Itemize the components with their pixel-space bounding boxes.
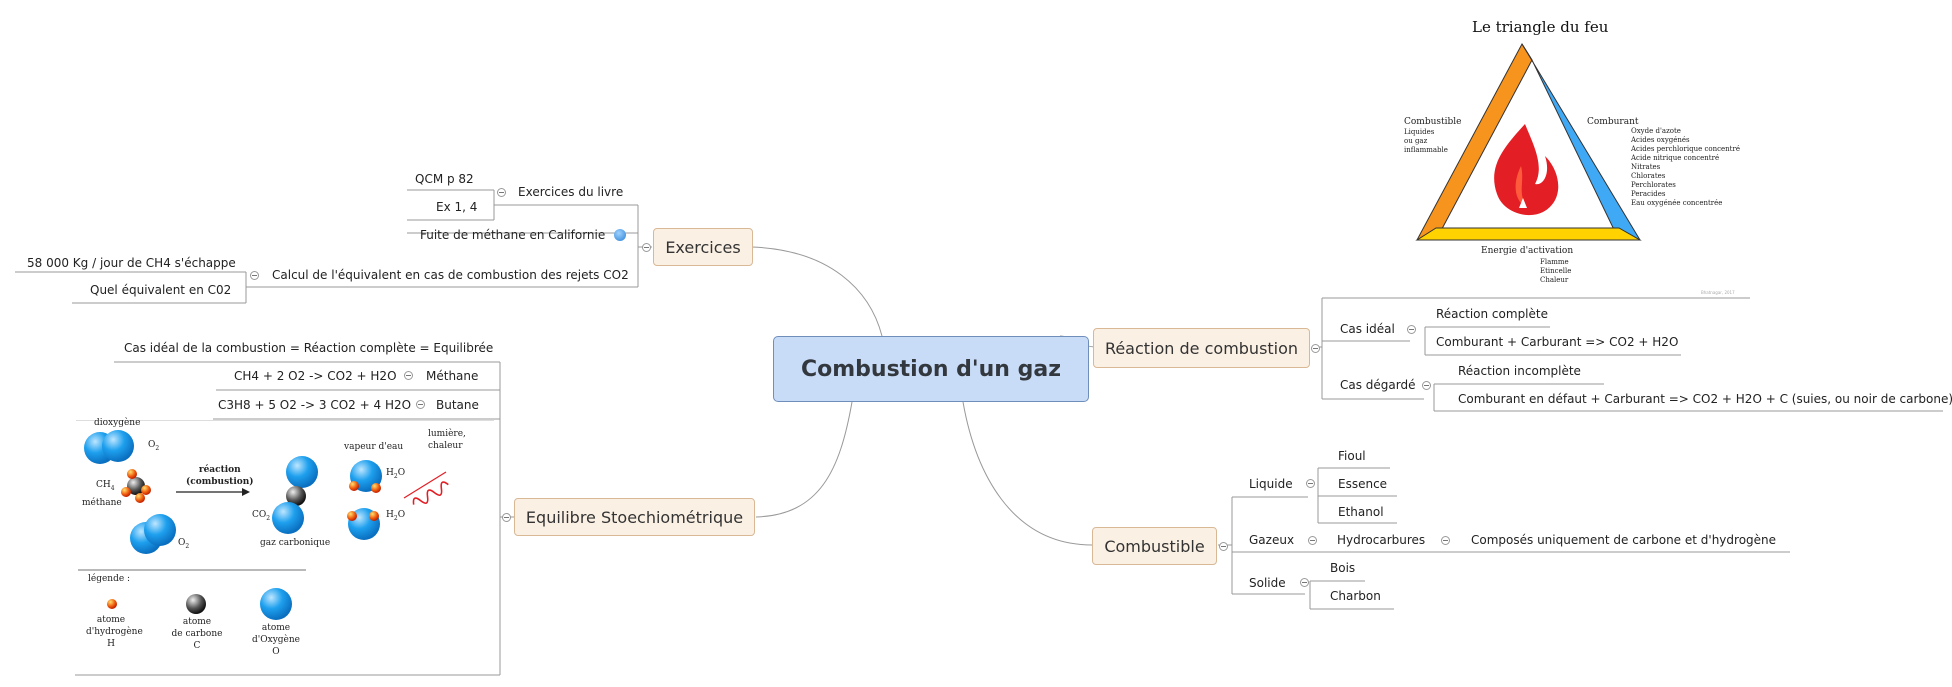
label-co2: CO2: [252, 510, 271, 522]
node-composes[interactable]: Composés uniquement de carbone et d'hydr…: [1471, 533, 1777, 547]
node-cas-ideal[interactable]: Cas idéal: [1340, 322, 1395, 336]
collapse-toggle-icon[interactable]: [497, 188, 506, 197]
label-comburant: Comburant: [1587, 117, 1639, 127]
node-butane-eq[interactable]: C3H8 + 5 O2 -> 3 CO2 + 4 H2O: [218, 398, 412, 412]
node-fuite[interactable]: Fuite de méthane en Californie: [420, 228, 627, 242]
label-vapeur: vapeur d'eau: [344, 442, 404, 452]
node-ex14[interactable]: Ex 1, 4: [436, 200, 478, 214]
node-fuite-label: Fuite de méthane en Californie: [420, 228, 606, 242]
list-combustible: Liquides ou gaz inflammable: [1404, 128, 1448, 154]
node-reaction[interactable]: Réaction de combustion: [1093, 328, 1310, 368]
node-liquide[interactable]: Liquide: [1249, 477, 1293, 491]
node-ethanol[interactable]: Ethanol: [1338, 505, 1384, 519]
node-qcm[interactable]: QCM p 82: [415, 172, 474, 186]
connector-equilibre: [755, 401, 853, 518]
label-energie: Energie d'activation: [1481, 246, 1574, 256]
collapse-toggle-icon[interactable]: [416, 400, 425, 409]
label-combustible: Combustible: [1404, 117, 1462, 127]
list-comburant: Oxyde d'azote Acides oxygénés Acides per…: [1631, 127, 1740, 207]
label-atome-o: atome d'Oxygène O: [252, 623, 300, 657]
label-o2-top: O2: [148, 440, 160, 452]
node-cas-degrade[interactable]: Cas dégardé: [1340, 378, 1416, 392]
root-node[interactable]: Combustion d'un gaz: [773, 336, 1089, 402]
node-equilibre[interactable]: Equilibre Stoechiométrique: [514, 498, 755, 536]
node-quel-equivalent[interactable]: Quel équivalent en C02: [90, 283, 232, 297]
collapse-toggle-icon[interactable]: [1306, 479, 1315, 488]
collapse-toggle-icon[interactable]: [1407, 325, 1416, 334]
node-methane[interactable]: Méthane: [426, 369, 479, 383]
label-lumiere: lumière, chaleur: [428, 429, 466, 451]
collapse-toggle-icon[interactable]: [1308, 536, 1317, 545]
collapse-toggle-icon[interactable]: [404, 371, 413, 380]
label-atome-c: atome de carbone C: [171, 617, 223, 651]
collapse-toggle-icon[interactable]: [1441, 536, 1450, 545]
label-reaction: réaction (combustion): [186, 465, 254, 487]
node-exercices-livre[interactable]: Exercices du livre: [518, 185, 624, 199]
collapse-toggle-icon[interactable]: [1300, 578, 1309, 587]
node-comburant-degrade[interactable]: Comburant en défaut + Carburant => CO2 +…: [1458, 392, 1952, 406]
node-solide[interactable]: Solide: [1249, 576, 1286, 590]
node-exercices-label: Exercices: [665, 237, 741, 257]
fire-triangle-image: Le triangle du feu Combustible Liquides …: [1395, 16, 1755, 298]
collapse-toggle-icon[interactable]: [502, 513, 511, 522]
node-butane[interactable]: Butane: [436, 398, 479, 412]
label-atome-h: atome d'hydrogène H: [86, 615, 143, 649]
label-credit: Bhatnagar, 2017: [1701, 290, 1735, 295]
collapse-toggle-icon[interactable]: [250, 271, 259, 280]
label-dioxygene: dioxygène: [94, 418, 141, 428]
node-reaction-label: Réaction de combustion: [1104, 338, 1299, 358]
node-essence[interactable]: Essence: [1338, 477, 1388, 491]
node-comburant-ideal[interactable]: Comburant + Carburant => CO2 + H2O: [1436, 335, 1679, 349]
globe-icon[interactable]: [614, 229, 627, 241]
list-energie: Flamme Etincelle Chaleur: [1540, 258, 1572, 284]
node-calcul[interactable]: Calcul de l'équivalent en cas de combust…: [272, 268, 629, 282]
node-combustible-label: Combustible: [1104, 536, 1205, 556]
label-o2-bottom: O2: [178, 538, 190, 550]
connector-exercices: [751, 246, 883, 337]
label-h2o-1: H2O: [386, 468, 406, 480]
node-58000[interactable]: 58 000 Kg / jour de CH4 s'échappe: [27, 256, 236, 270]
node-charbon[interactable]: Charbon: [1330, 589, 1381, 603]
collapse-toggle-icon[interactable]: [1219, 542, 1228, 551]
node-fioul[interactable]: Fioul: [1338, 449, 1366, 463]
label-methane: méthane: [82, 498, 122, 508]
label-ch4: CH4: [96, 480, 115, 492]
node-exercices[interactable]: Exercices: [653, 228, 753, 266]
node-reaction-complete[interactable]: Réaction complète: [1436, 307, 1548, 321]
node-gazeux[interactable]: Gazeux: [1249, 533, 1295, 547]
combustion-image: dioxygène O2 CH4 méthane réaction (combu…: [74, 418, 494, 674]
collapse-toggle-icon[interactable]: [642, 243, 651, 252]
node-cas-ideal-combustion[interactable]: Cas idéal de la combustion = Réaction co…: [124, 341, 494, 355]
label-legende: légende :: [88, 574, 131, 584]
node-methane-eq[interactable]: CH4 + 2 O2 -> CO2 + H2O: [234, 369, 397, 383]
collapse-toggle-icon[interactable]: [1422, 381, 1431, 390]
node-reaction-incomplete[interactable]: Réaction incomplète: [1458, 364, 1581, 378]
label-gaz-carbonique: gaz carbonique: [260, 538, 331, 548]
collapse-toggle-icon[interactable]: [1311, 344, 1320, 353]
label-h2o-2: H2O: [386, 510, 406, 522]
triangle-title: Le triangle du feu: [1472, 18, 1609, 36]
node-combustible[interactable]: Combustible: [1092, 527, 1217, 565]
connector-combustible: [962, 401, 1093, 546]
node-equilibre-label: Equilibre Stoechiométrique: [525, 507, 744, 527]
node-bois[interactable]: Bois: [1330, 561, 1356, 575]
node-hydrocarbures[interactable]: Hydrocarbures: [1337, 533, 1426, 547]
